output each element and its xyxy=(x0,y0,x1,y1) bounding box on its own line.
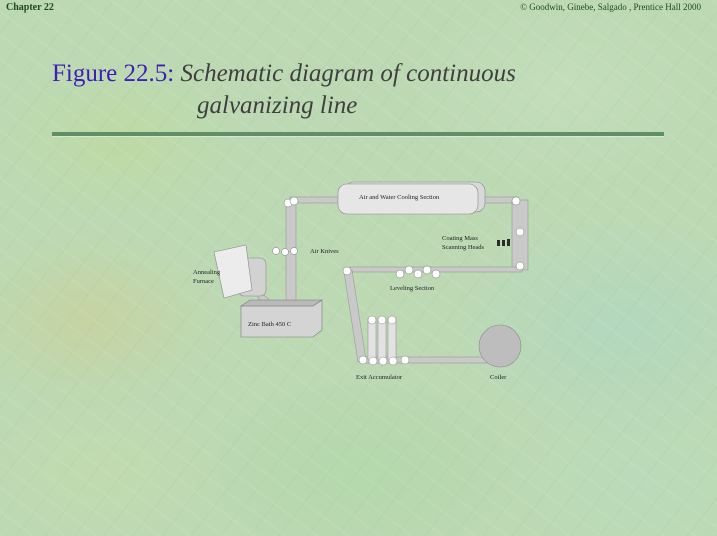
cooling-section xyxy=(337,181,486,215)
label-zinc-bath: Zinc Bath 450 C xyxy=(248,321,291,328)
figure-number: Figure 22.5: xyxy=(52,60,175,87)
label-annealing: Annealing xyxy=(193,269,221,276)
roll-air-knife-1 xyxy=(272,247,280,255)
coiler xyxy=(478,324,522,368)
figure-title-line2: galvanizing line xyxy=(197,92,358,119)
roll-top-right-3 xyxy=(515,261,525,271)
roll-corner-left xyxy=(342,266,352,276)
label-scanning-heads: Scanning Heads xyxy=(442,244,485,251)
label-cooling-section: Air and Water Cooling Section xyxy=(359,194,440,201)
roll-leveling-5 xyxy=(431,269,441,279)
roll-top-left-2 xyxy=(289,196,299,206)
roll-leveling-1 xyxy=(395,269,405,279)
figure-title-line1: Schematic diagram of continuous xyxy=(180,60,516,87)
label-exit-accumulator: Exit Accumulator xyxy=(356,374,403,381)
roll-leveling-2 xyxy=(404,265,414,275)
roll-top-right-1 xyxy=(511,196,521,206)
roll-air-knife-3 xyxy=(290,247,298,255)
roll-air-knife-2 xyxy=(281,248,289,256)
figure-title: Figure 22.5: Schematic diagram of contin… xyxy=(52,58,516,90)
label-coating-mass: Coating Mass xyxy=(442,235,478,242)
roll-leveling-3 xyxy=(413,269,423,279)
label-leveling-section: Leveling Section xyxy=(390,285,435,292)
chapter-label: Chapter 22 xyxy=(6,2,54,13)
zinc-bath xyxy=(240,299,323,338)
copyright-notice: © Goodwin, Ginebe, Salgado , Prentice Ha… xyxy=(520,2,701,12)
title-divider xyxy=(52,132,664,136)
strip-to-accumulator xyxy=(343,269,367,363)
annealing-furnace xyxy=(213,244,267,299)
roll-top-right-2 xyxy=(515,227,525,237)
roll-leveling-4 xyxy=(422,265,432,275)
label-furnace: Furnace xyxy=(193,278,214,285)
exit-accumulator xyxy=(358,315,410,366)
label-coiler: Coiler xyxy=(490,374,507,381)
strip-vertical-riser xyxy=(285,201,297,309)
scanning-heads xyxy=(497,239,510,246)
label-air-knives: Air Knives xyxy=(310,248,339,255)
